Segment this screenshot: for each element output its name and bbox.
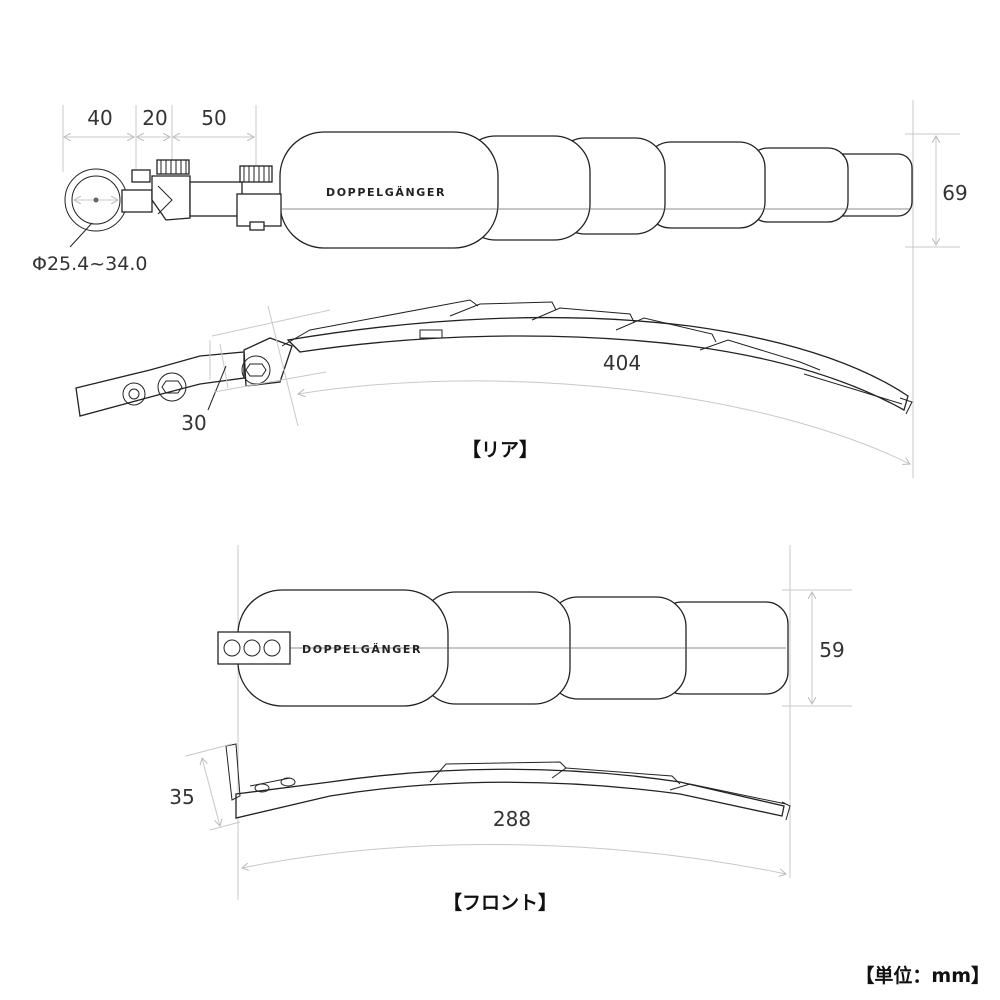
rear-caption: 【リア】: [462, 438, 538, 461]
dim-40-label: 40: [87, 106, 112, 130]
rear-side-view: 404 30 【リア】: [75, 299, 913, 464]
front-top-view: DOPPELGÄNGER 59: [217, 545, 852, 900]
dim-front-length-label: 288: [493, 807, 531, 831]
dim-20-label: 20: [142, 106, 167, 130]
dim-clamp-diameter-label: Φ25.4~34.0: [32, 253, 147, 275]
rear-top-view: DOPPELGÄNGER 40 20 50 69 Φ25.4~34.0: [32, 100, 968, 478]
unit-label: 【単位：mm】: [855, 964, 990, 987]
front-side-view: 35 288 【フロント】: [169, 743, 791, 914]
front-brand-label: DOPPELGÄNGER: [302, 642, 422, 656]
dim-rear-height-label: 69: [942, 181, 967, 205]
dim-bracket-height-label: 35: [169, 785, 194, 809]
front-caption: 【フロント】: [443, 891, 557, 914]
rear-brand-label: DOPPELGÄNGER: [326, 185, 446, 199]
dim-rear-length-label: 404: [603, 351, 641, 375]
dim-angle-label: 30: [181, 411, 206, 435]
dim-50-label: 50: [201, 106, 226, 130]
dim-front-height-label: 59: [819, 638, 844, 662]
